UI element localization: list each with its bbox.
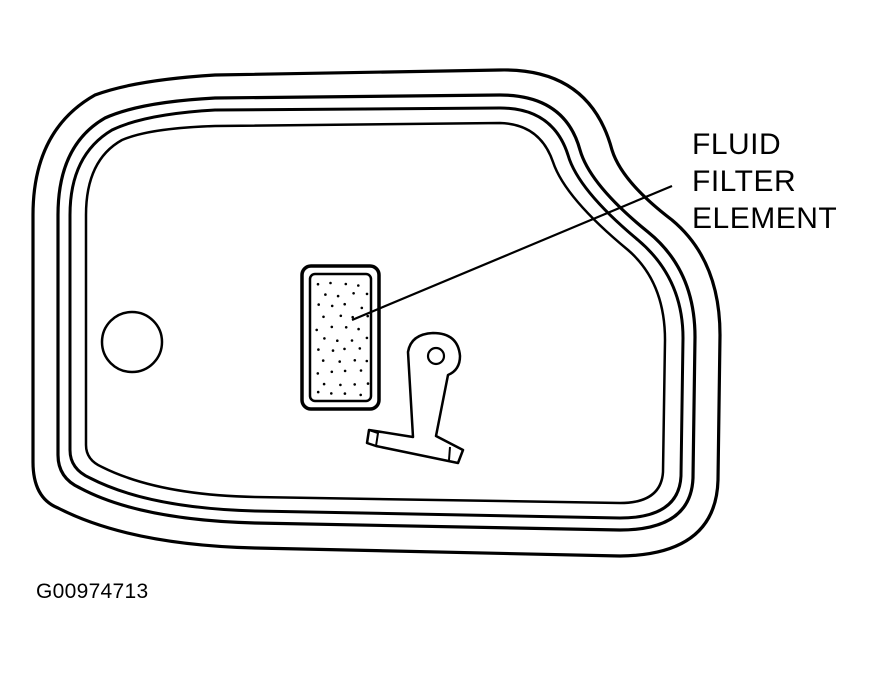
stipple-dot bbox=[330, 370, 334, 374]
callout-line-3: ELEMENT bbox=[692, 202, 838, 235]
filter-media-stipple bbox=[315, 281, 370, 397]
stipple-dot bbox=[343, 369, 347, 373]
stipple-dot bbox=[360, 306, 364, 310]
stipple-dot bbox=[357, 284, 360, 287]
stipple-dot bbox=[343, 392, 347, 395]
callout-line-2: FILTER bbox=[692, 165, 797, 198]
stipple-dot bbox=[336, 294, 340, 298]
stipple-dot bbox=[344, 282, 348, 286]
pan-inner-wall bbox=[84, 121, 667, 505]
callout-line-1: FLUID bbox=[692, 128, 782, 161]
pan-gasket-outer bbox=[56, 93, 697, 532]
stipple-dot bbox=[344, 326, 348, 329]
stipple-dot bbox=[359, 369, 363, 372]
stipple-dot bbox=[323, 337, 326, 340]
bracket-bolt-hole bbox=[426, 346, 446, 366]
stipple-dot bbox=[357, 327, 360, 331]
fluid-filter-element-label: FLUID FILTER ELEMENT bbox=[692, 126, 837, 237]
stipple-dot bbox=[352, 292, 355, 295]
stipple-dot bbox=[316, 282, 320, 286]
stipple-dot bbox=[317, 348, 320, 351]
stipple-dot bbox=[339, 383, 342, 387]
filter-element-frame-inner bbox=[308, 272, 373, 403]
stipple-dot bbox=[366, 314, 370, 318]
pan-outer-flange bbox=[31, 68, 722, 558]
stipple-dot bbox=[330, 304, 334, 308]
stipple-dot bbox=[315, 328, 319, 332]
filter-mounting-bracket bbox=[365, 331, 465, 465]
stipple-dot bbox=[336, 339, 339, 343]
stipple-dot bbox=[350, 339, 354, 342]
stipple-dot bbox=[322, 382, 326, 386]
stipple-dot bbox=[358, 347, 362, 350]
stipple-dot bbox=[317, 303, 321, 306]
stipple-dot bbox=[316, 390, 320, 394]
bracket-tab-right bbox=[448, 446, 451, 461]
stipple-dot bbox=[338, 360, 342, 363]
stipple-dot bbox=[331, 349, 335, 352]
stipple-dot bbox=[353, 359, 357, 362]
stipple-dot bbox=[343, 302, 347, 306]
stipple-dot bbox=[330, 325, 334, 329]
stipple-dot bbox=[330, 392, 333, 395]
stipple-dot bbox=[365, 336, 369, 340]
stipple-dot bbox=[365, 292, 369, 296]
stipple-dot bbox=[353, 383, 357, 386]
figure-id: G00974713 bbox=[36, 580, 149, 603]
stipple-dot bbox=[321, 359, 325, 362]
stipple-dot bbox=[343, 347, 346, 351]
stipple-dot bbox=[366, 382, 370, 385]
stipple-dot bbox=[351, 315, 355, 319]
stipple-dot bbox=[324, 293, 327, 296]
bracket-tab-left bbox=[368, 429, 380, 447]
pan-gasket-middle bbox=[68, 106, 685, 520]
stipple-dot bbox=[322, 315, 325, 319]
callout-leader-line bbox=[351, 184, 673, 322]
stipple-dot bbox=[359, 393, 363, 397]
stipple-dot bbox=[316, 372, 320, 375]
stipple-dot bbox=[339, 314, 343, 318]
stipple-dot bbox=[365, 359, 369, 363]
stipple-dot bbox=[329, 281, 332, 285]
drain-plug bbox=[100, 310, 164, 374]
